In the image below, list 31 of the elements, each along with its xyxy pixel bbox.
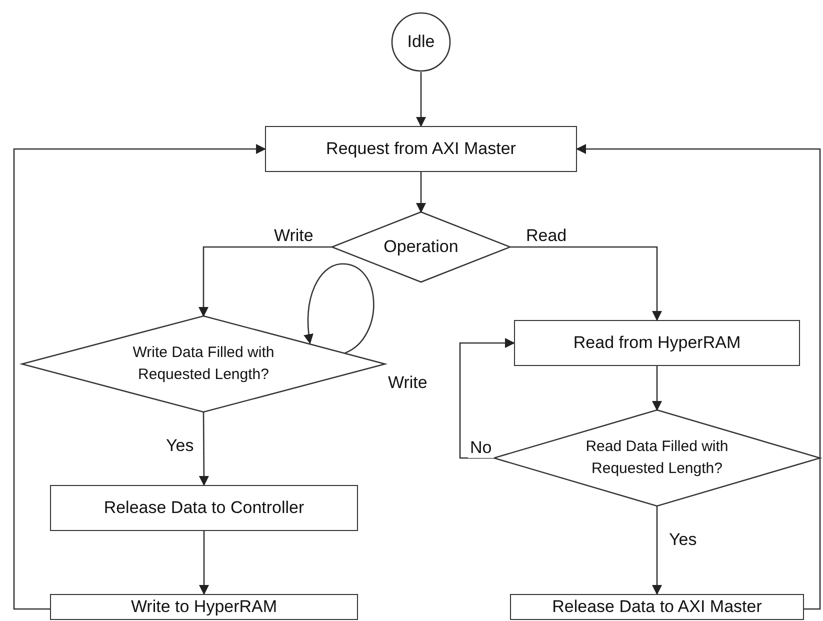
arrow [198, 246, 332, 317]
start-circle [391, 12, 451, 72]
arrow [13, 144, 266, 610]
node-label: Read from HyperRAM [573, 332, 741, 354]
node-label: Write Data Filled with Requested Length? [132, 343, 276, 385]
edge-label: No [468, 438, 494, 458]
arrow [652, 506, 662, 595]
node-label: Read Data Filled with Requested Length? [584, 437, 730, 479]
process-box [265, 126, 577, 172]
arrow [198, 412, 209, 486]
process-box [514, 320, 800, 366]
process-box [50, 594, 358, 620]
node-label: Release Data to AXI Master [552, 596, 762, 618]
arrow [199, 531, 209, 595]
arrow [459, 338, 515, 459]
arrow [416, 172, 426, 213]
process-box [510, 594, 804, 620]
node-label: Request from AXI Master [326, 138, 516, 160]
arrow [416, 72, 426, 127]
decision-diamond [332, 212, 510, 282]
node-label: Operation [382, 236, 460, 258]
process-box [50, 485, 358, 531]
node-label: Release Data to Controller [104, 496, 304, 519]
decision-diamond [494, 410, 820, 506]
node-label: Write to HyperRAM [130, 596, 278, 618]
arrow [652, 366, 662, 411]
decision-diamond [22, 316, 385, 412]
arrow [510, 246, 662, 321]
node-label: Idle [407, 30, 435, 53]
arrow [304, 263, 374, 354]
arrow [576, 144, 821, 610]
